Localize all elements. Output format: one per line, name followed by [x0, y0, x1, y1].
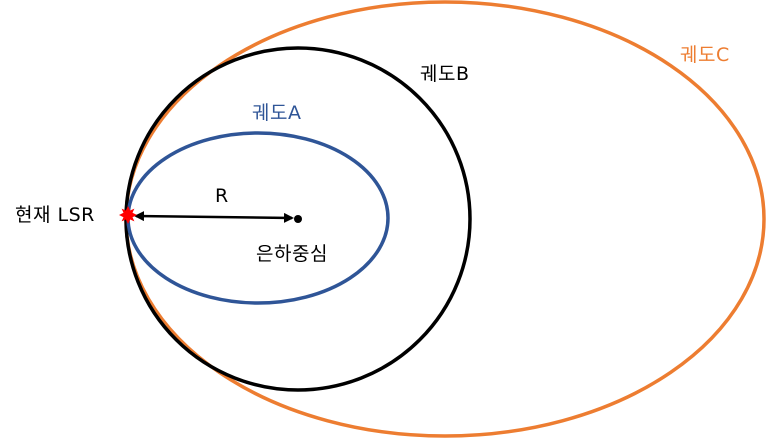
orbit-a-label: 궤도A [252, 102, 302, 124]
galactic-center-dot-icon [294, 215, 302, 223]
current-lsr-label: 현재 LSR [15, 204, 95, 226]
radius-label: R [215, 185, 229, 207]
orbit-c-label: 궤도C [680, 44, 730, 66]
orbit-b-label: 궤도B [420, 63, 470, 85]
lsr-star-icon [119, 206, 137, 224]
radius-arrow [134, 211, 294, 223]
galactic-center-label: 은하중심 [256, 243, 328, 265]
